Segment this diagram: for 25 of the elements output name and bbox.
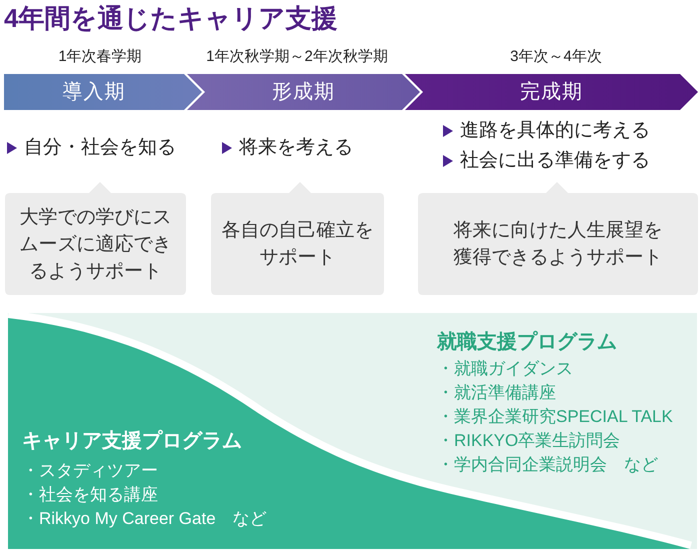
goal-text: 社会に出る準備をする bbox=[460, 149, 650, 173]
bubble-text: 各自の自己確立をサポート bbox=[220, 219, 374, 270]
phase-band bbox=[4, 74, 202, 110]
period-label: 1年次春学期 bbox=[58, 47, 142, 67]
period-label: 1年次秋学期～2年次秋学期 bbox=[206, 47, 388, 67]
program-heading: キャリア支援プログラム bbox=[22, 428, 242, 454]
program-item: ・スタディツアー bbox=[22, 460, 158, 482]
diagram-title: 4年間を通じたキャリア支援 bbox=[4, 2, 338, 34]
program-item: ・RIKKYO卒業生訪問会 bbox=[437, 430, 620, 452]
goal-text: 進路を具体的に考える bbox=[460, 119, 650, 143]
program-item: ・社会を知る講座 bbox=[22, 484, 158, 506]
program-item: ・Rikkyo My Career Gate など bbox=[22, 508, 267, 530]
program-item: ・就活準備講座 bbox=[437, 382, 556, 404]
goal-text: 自分・社会を知る bbox=[24, 136, 176, 160]
program-item: ・学内合同企業説明会 など bbox=[437, 454, 658, 476]
program-item: ・業界企業研究SPECIAL TALK bbox=[437, 406, 673, 428]
bubble-text: 将来に向けた人生展望を獲得できるようサポート bbox=[452, 219, 664, 270]
program-heading: 就職支援プログラム bbox=[437, 330, 617, 355]
phase-name: 導入期 bbox=[62, 80, 126, 104]
phase-name: 完成期 bbox=[520, 80, 583, 104]
bubble-text: 大学での学びにスムーズに適応できるようサポート bbox=[18, 206, 172, 284]
period-label: 3年次～4年次 bbox=[510, 47, 602, 67]
program-item: ・就職ガイダンス bbox=[437, 358, 573, 380]
goal-text: 将来を考える bbox=[239, 136, 353, 160]
phase-name: 形成期 bbox=[272, 80, 335, 104]
